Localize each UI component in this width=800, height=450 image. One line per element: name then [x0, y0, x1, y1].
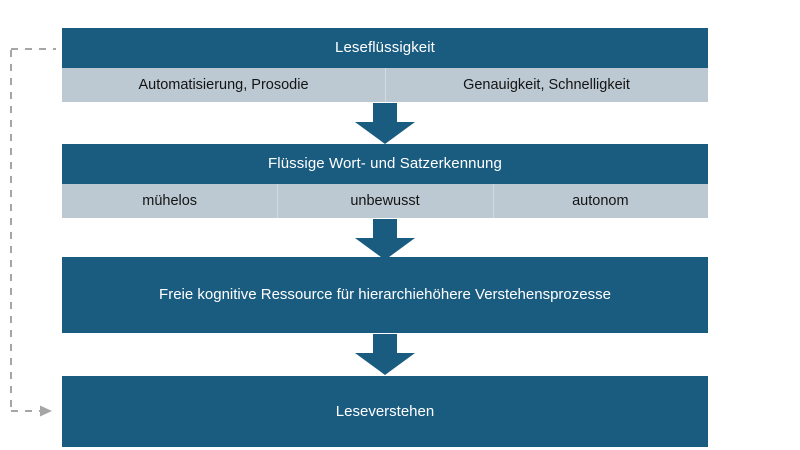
arrow-wort-satzerkennung-to-kognitive-ressource [355, 219, 415, 260]
arrow-kognitive-ressource-to-leseverstehen [355, 334, 415, 375]
node-leseflussigkeit[interactable]: Leseflüssigkeit Automatisierung, Prosodi… [62, 28, 708, 102]
node-wort-satzerkennung-header: Flüssige Wort- und Satzerkennung [62, 144, 708, 184]
subcell-muehelos: mühelos [142, 192, 198, 209]
node-leseflussigkeit-subrow: Automatisierung, Prosodie Genauigkeit, S… [62, 68, 708, 102]
node-wort-satzerkennung-subrow: mühelos unbewusst autonom [62, 184, 708, 218]
subcell-genauigkeit-schnelligkeit: Genauigkeit, Schnelligkeit [385, 68, 708, 102]
node-leseverstehen-label: Leseverstehen [335, 402, 435, 420]
subcell-automatisierung-prosodie: Automatisierung, Prosodie [138, 76, 309, 93]
node-leseflussigkeit-header: Leseflüssigkeit [62, 28, 708, 68]
node-leseverstehen[interactable]: Leseverstehen [62, 376, 708, 447]
node-kognitive-ressource[interactable]: Freie kognitive Ressource für hierarchie… [62, 257, 708, 333]
node-kognitive-ressource-label: Freie kognitive Ressource für hierarchie… [159, 286, 611, 304]
subcell-unbewusst: unbewusst [277, 184, 492, 218]
subcell-autonom: autonom [492, 184, 708, 218]
node-wort-satzerkennung[interactable]: Flüssige Wort- und Satzerkennung mühelos… [62, 144, 708, 218]
arrow-leseflussigkeit-to-wort-satzerkennung [355, 103, 415, 144]
